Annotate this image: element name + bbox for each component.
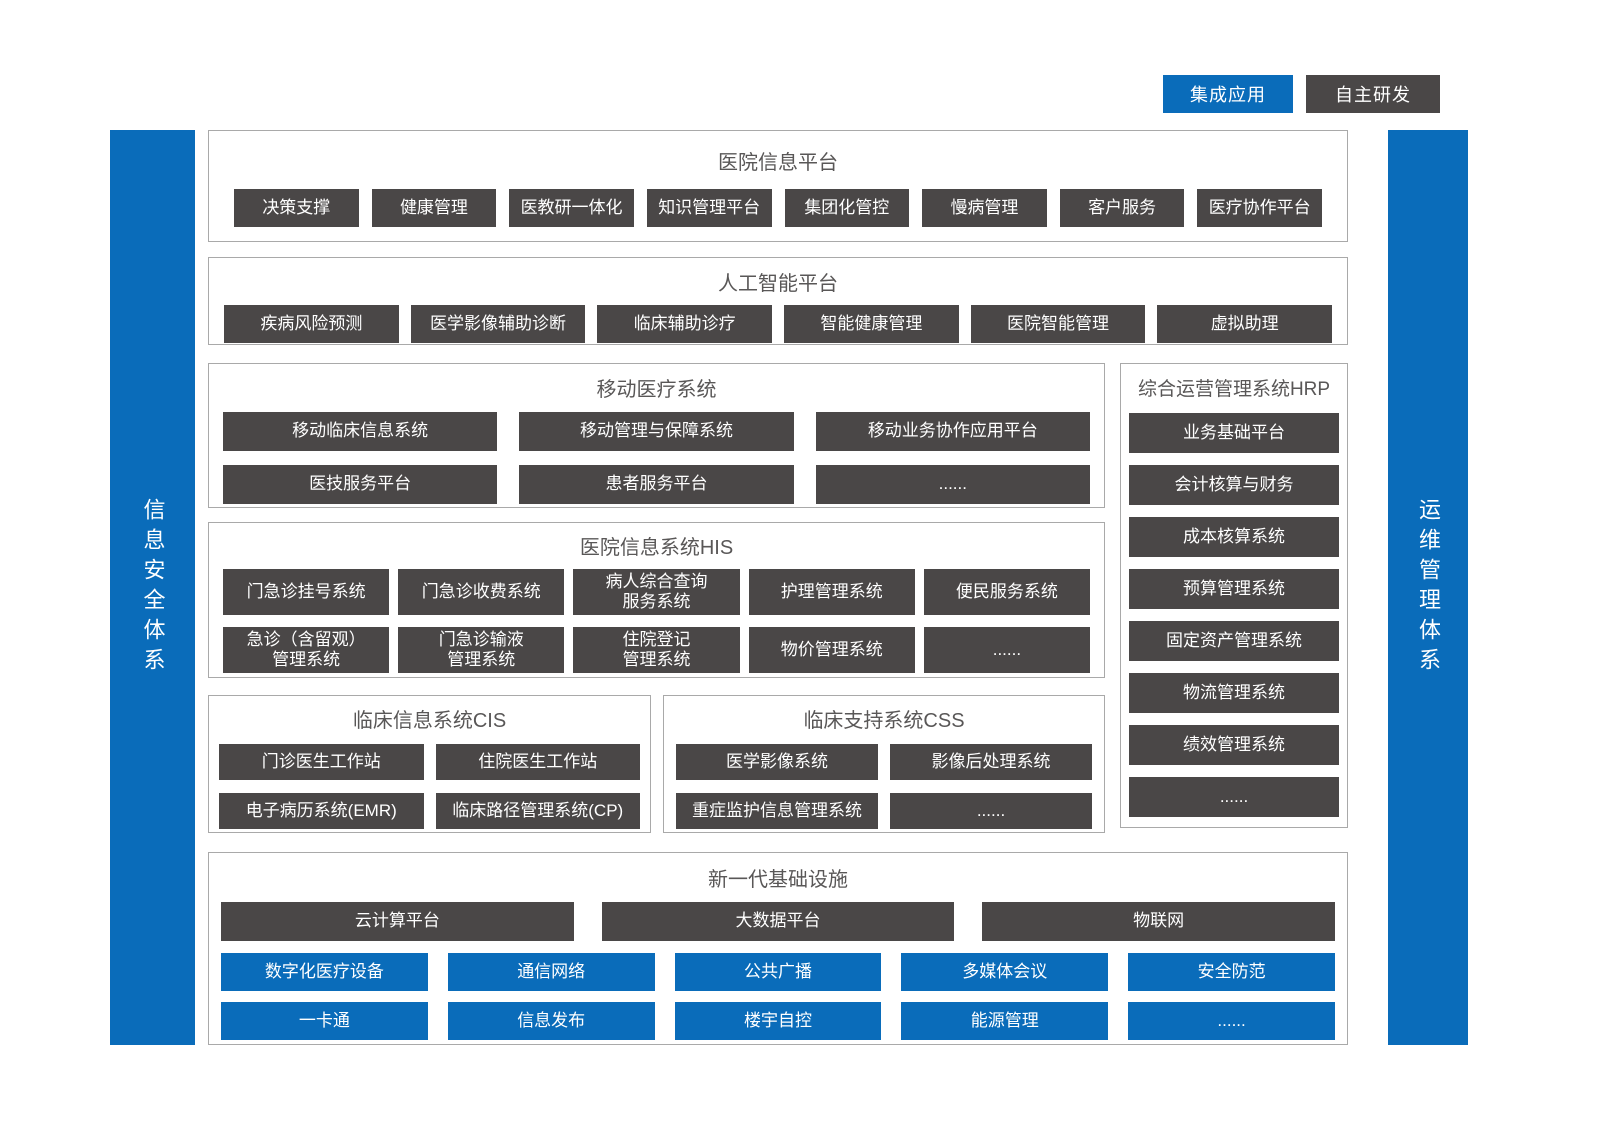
section-infrastructure: 新一代基础设施 云计算平台 大数据平台 物联网 数字化医疗设备 通信网络 公共广… (208, 852, 1348, 1045)
his-node: 病人综合查询 服务系统 (573, 569, 740, 615)
mobile-node: 医技服务平台 (223, 465, 498, 504)
cis-node: 电子病历系统(EMR) (219, 793, 424, 829)
mobile-node-ellipsis: ...... (815, 465, 1090, 504)
infra-blue-row: 一卡通 信息发布 楼宇自控 能源管理 ...... (221, 1002, 1335, 1040)
hrp-node: 预算管理系统 (1129, 569, 1339, 609)
platform-node-row: 决策支撑 健康管理 医教研一体化 知识管理平台 集团化管控 慢病管理 客户服务 … (234, 189, 1322, 227)
cis-node-row: 门诊医生工作站 住院医生工作站 (219, 744, 640, 780)
infra-node: 云计算平台 (221, 902, 574, 941)
mobile-node: 患者服务平台 (519, 465, 794, 504)
hrp-node: 物流管理系统 (1129, 673, 1339, 713)
platform-node: 慢病管理 (922, 189, 1047, 227)
infra-node-ellipsis: ...... (1128, 1002, 1335, 1040)
ai-node: 医院智能管理 (970, 305, 1146, 343)
bar-ops-management-label: 运维管理体系 (1416, 497, 1441, 678)
hrp-node: 绩效管理系统 (1129, 725, 1339, 765)
hrp-node: 固定资产管理系统 (1129, 621, 1339, 661)
his-node: 门急诊挂号系统 (223, 569, 390, 615)
his-node: 物价管理系统 (748, 627, 915, 673)
section-title: 临床支持系统CSS (803, 710, 965, 732)
his-node-ellipsis: ...... (923, 627, 1091, 673)
infra-node: 一卡通 (221, 1002, 428, 1040)
platform-node: 知识管理平台 (646, 189, 772, 227)
platform-node: 医教研一体化 (509, 189, 634, 227)
middle-band: 移动医疗系统 移动临床信息系统 移动管理与保障系统 移动业务协作应用平台 医技服… (208, 363, 1348, 833)
infra-node: 信息发布 (447, 1002, 655, 1040)
ai-node: 虚拟助理 (1157, 305, 1333, 343)
infra-node: 数字化医疗设备 (221, 953, 428, 991)
middle-left-column: 移动医疗系统 移动临床信息系统 移动管理与保障系统 移动业务协作应用平台 医技服… (208, 363, 1105, 833)
hrp-node: 成本核算系统 (1129, 517, 1339, 557)
infra-node: 物联网 (982, 902, 1336, 941)
section-mobile-medical: 移动医疗系统 移动临床信息系统 移动管理与保障系统 移动业务协作应用平台 医技服… (208, 363, 1105, 508)
css-node: 医学影像系统 (676, 744, 878, 780)
infra-node: 多媒体会议 (901, 953, 1109, 991)
his-node: 便民服务系统 (923, 569, 1091, 615)
platform-node: 医疗协作平台 (1197, 189, 1322, 227)
platform-node: 客户服务 (1059, 189, 1185, 227)
cis-node: 临床路径管理系统(CP) (435, 793, 640, 829)
hrp-node: 业务基础平台 (1129, 413, 1339, 453)
legend: 集成应用 自主研发 (1163, 75, 1440, 113)
bar-info-security-label: 信息安全体系 (140, 497, 166, 678)
section-hrp: 综合运营管理系统HRP 业务基础平台 会计核算与财务 成本核算系统 预算管理系统… (1120, 363, 1348, 828)
ai-node-row: 疾病风险预测 医学影像辅助诊断 临床辅助诊疗 智能健康管理 医院智能管理 虚拟助… (224, 305, 1333, 343)
mobile-node-row: 移动临床信息系统 移动管理与保障系统 移动业务协作应用平台 (223, 412, 1090, 451)
platform-node: 决策支撑 (234, 189, 359, 227)
section-title: 新一代基础设施 (708, 869, 848, 891)
css-node-ellipsis: ...... (890, 793, 1092, 829)
his-node: 门急诊输液 管理系统 (398, 627, 565, 673)
section-his: 医院信息系统HIS 门急诊挂号系统 门急诊收费系统 病人综合查询 服务系统 护理… (208, 522, 1105, 678)
section-hospital-info-platform: 医院信息平台 决策支撑 健康管理 医教研一体化 知识管理平台 集团化管控 慢病管… (208, 130, 1348, 242)
ai-node: 医学影像辅助诊断 (410, 305, 586, 343)
section-cis: 临床信息系统CIS 门诊医生工作站 住院医生工作站 电子病历系统(EMR) 临床… (208, 695, 651, 833)
his-node: 住院登记 管理系统 (573, 627, 740, 673)
section-ai-platform: 人工智能平台 疾病风险预测 医学影像辅助诊断 临床辅助诊疗 智能健康管理 医院智… (208, 257, 1348, 345)
cis-node-row: 电子病历系统(EMR) 临床路径管理系统(CP) (219, 793, 640, 829)
css-node-row: 重症监护信息管理系统 ...... (676, 793, 1092, 829)
bar-info-security-system: 信息安全体系 (110, 130, 195, 1045)
mobile-node: 移动业务协作应用平台 (815, 412, 1090, 451)
section-css: 临床支持系统CSS 医学影像系统 影像后处理系统 重症监护信息管理系统 ....… (663, 695, 1105, 833)
mobile-node: 移动管理与保障系统 (519, 412, 794, 451)
platform-node: 健康管理 (371, 189, 497, 227)
his-node: 急诊（含留观） 管理系统 (223, 627, 390, 673)
section-title: 医院信息系统HIS (579, 537, 734, 559)
css-node: 影像后处理系统 (890, 744, 1092, 780)
his-node-row: 门急诊挂号系统 门急诊收费系统 病人综合查询 服务系统 护理管理系统 便民服务系… (223, 569, 1091, 615)
his-node-row: 急诊（含留观） 管理系统 门急诊输液 管理系统 住院登记 管理系统 物价管理系统… (223, 627, 1091, 673)
infra-node: 通信网络 (447, 953, 655, 991)
section-title: 移动医疗系统 (596, 379, 717, 401)
platform-node: 集团化管控 (784, 189, 910, 227)
ai-node: 临床辅助诊疗 (597, 305, 773, 343)
mobile-node-row: 医技服务平台 患者服务平台 ...... (223, 465, 1090, 504)
section-title: 人工智能平台 (718, 273, 838, 295)
section-title: 医院信息平台 (718, 152, 838, 174)
infra-node: 公共广播 (674, 953, 882, 991)
legend-integrated-app: 集成应用 (1163, 75, 1293, 113)
his-node: 护理管理系统 (748, 569, 915, 615)
cis-node: 住院医生工作站 (435, 744, 640, 780)
infra-node: 能源管理 (901, 1002, 1109, 1040)
infra-dark-row: 云计算平台 大数据平台 物联网 (221, 902, 1336, 941)
infra-node: 楼宇自控 (674, 1002, 882, 1040)
css-node: 重症监护信息管理系统 (676, 793, 878, 829)
mobile-node: 移动临床信息系统 (223, 412, 498, 451)
infra-node: 大数据平台 (601, 902, 955, 941)
section-title: 临床信息系统CIS (352, 710, 507, 732)
infra-node: 安全防范 (1128, 953, 1335, 991)
css-node-row: 医学影像系统 影像后处理系统 (676, 744, 1092, 780)
infra-blue-row: 数字化医疗设备 通信网络 公共广播 多媒体会议 安全防范 (221, 953, 1335, 991)
legend-self-developed: 自主研发 (1306, 75, 1440, 113)
diagram-body: 医院信息平台 决策支撑 健康管理 医教研一体化 知识管理平台 集团化管控 慢病管… (208, 130, 1348, 1045)
ai-node: 疾病风险预测 (224, 305, 399, 343)
cis-css-row: 临床信息系统CIS 门诊医生工作站 住院医生工作站 电子病历系统(EMR) 临床… (208, 695, 1105, 833)
hrp-node: 会计核算与财务 (1129, 465, 1339, 505)
bar-ops-management-system: 运维管理体系 (1388, 130, 1468, 1045)
ai-node: 智能健康管理 (784, 305, 959, 343)
section-title: 综合运营管理系统HRP (1137, 379, 1331, 400)
hrp-node-ellipsis: ...... (1129, 777, 1339, 817)
cis-node: 门诊医生工作站 (219, 744, 424, 780)
his-node: 门急诊收费系统 (398, 569, 565, 615)
